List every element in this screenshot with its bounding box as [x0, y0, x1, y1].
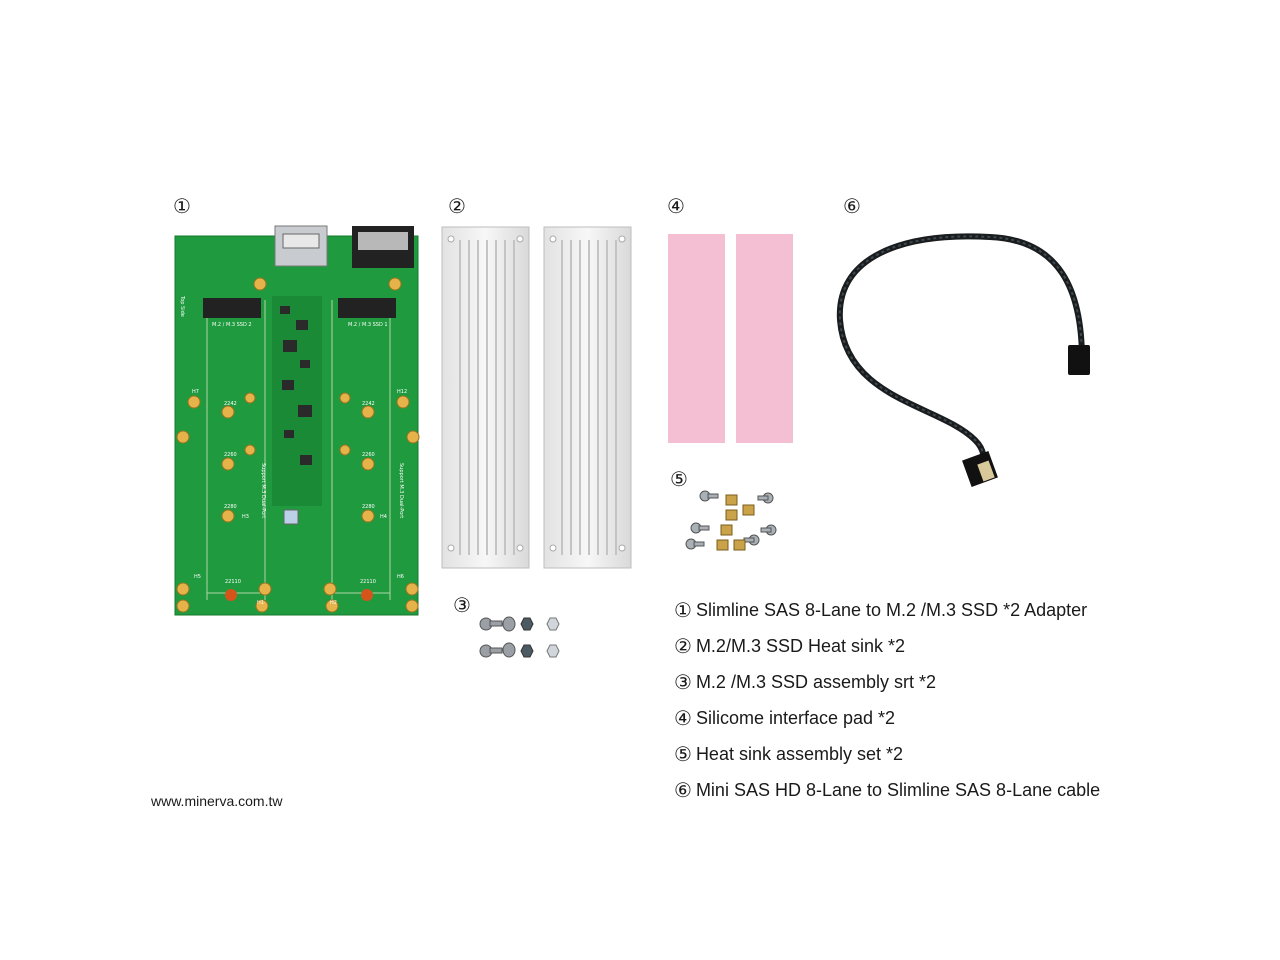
side-text-right: Support M.3 Dual-Port	[398, 463, 404, 518]
heat-sink-left	[441, 226, 530, 569]
legend-text: M.2 /M.3 SSD assembly srt *2	[695, 671, 937, 692]
m2-slot-2	[203, 298, 261, 318]
mount-label-h5: H5	[194, 574, 201, 580]
item-number-2: ②	[448, 196, 466, 218]
size-2280-right: 2280	[362, 504, 375, 510]
legend-text: Slimline SAS 8-Lane to M.2 /M.3 SSD *2 A…	[695, 599, 1088, 620]
mount-label-h4: H4	[380, 514, 387, 520]
slot-label-1: M.2 / M.3 SSD 1	[348, 322, 388, 328]
item-number-5: ⑤	[670, 469, 688, 491]
legend-number: ⑤	[674, 743, 692, 766]
mount-label-h2: H2	[330, 600, 337, 606]
m2-slot-1	[338, 298, 396, 318]
legend-number: ⑥	[674, 779, 692, 802]
size-2242-right: 2242	[362, 401, 375, 407]
item-number-4: ④	[667, 196, 685, 218]
item-number-6: ⑥	[843, 196, 861, 218]
size-2260-left: 2260	[224, 452, 237, 458]
mount-label-h7: H7	[192, 389, 199, 395]
item-number-1: ①	[173, 196, 191, 218]
legend-text: Mini SAS HD 8-Lane to Slimline SAS 8-Lan…	[695, 779, 1101, 800]
legend-number: ③	[674, 671, 692, 694]
size-22110-right: 22110	[360, 579, 376, 585]
legend-number: ④	[674, 707, 692, 730]
size-2260-right: 2260	[362, 452, 375, 458]
silicone-pad-1	[668, 234, 725, 443]
pcb-adapter-board: Top Side M.2 / M.3 SSD 2 M.2 / M.3 SSD 1…	[174, 225, 420, 616]
mount-label-h1: H1	[257, 600, 264, 606]
silicone-pad-2	[736, 234, 793, 443]
ssd-assembly-screws	[479, 616, 560, 658]
top-side-label: Top Side	[179, 295, 185, 317]
heat-sink-assembly-set	[685, 490, 777, 551]
heat-sink-right	[543, 226, 632, 569]
size-22110-left: 22110	[225, 579, 241, 585]
legend-text: Heat sink assembly set *2	[695, 743, 904, 764]
size-2242-left: 2242	[224, 401, 237, 407]
size-2280-left: 2280	[224, 504, 237, 510]
legend-text: M.2/M.3 SSD Heat sink *2	[695, 635, 906, 656]
website-url: www.minerva.com.tw	[151, 793, 283, 809]
mount-label-h3: H3	[242, 514, 249, 520]
legend-number: ②	[674, 635, 692, 658]
side-text-center: Support M.3 Dual-Port	[260, 463, 266, 518]
slot-label-2: M.2 / M.3 SSD 2	[212, 322, 252, 328]
legend-number: ①	[674, 599, 692, 622]
mount-label-h12: H12	[397, 389, 407, 395]
mount-label-h6: H6	[397, 574, 404, 580]
item-number-3: ③	[453, 595, 471, 617]
legend-text: Silicome interface pad *2	[695, 707, 896, 728]
mini-sas-cable	[836, 233, 1090, 487]
